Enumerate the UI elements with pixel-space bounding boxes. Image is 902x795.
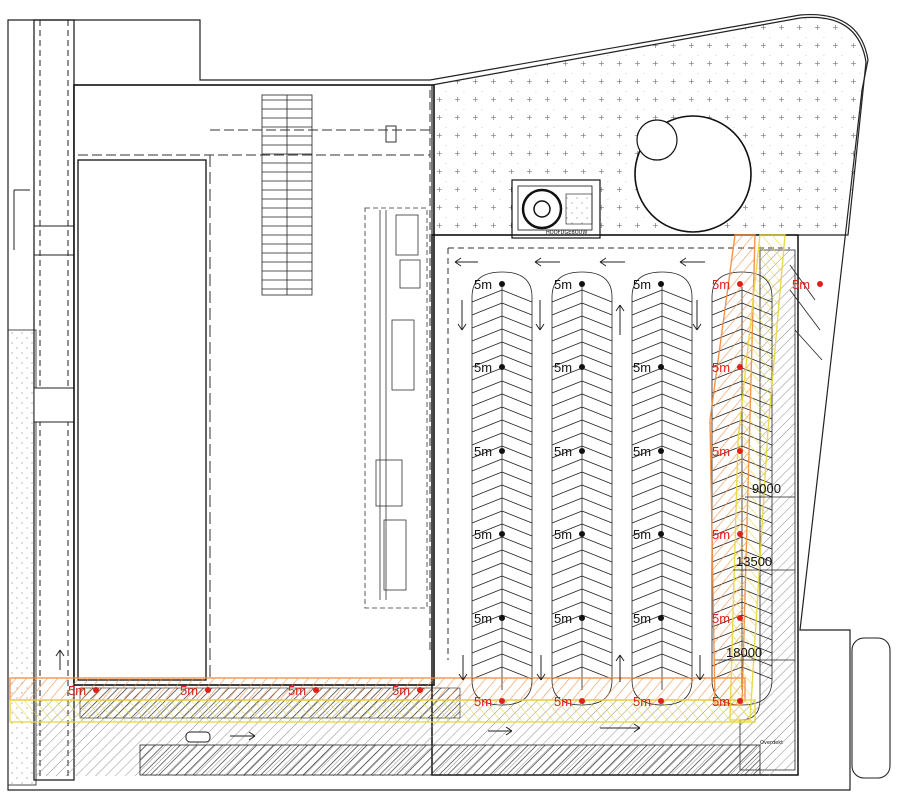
marker-dot [658,531,664,537]
marker-label: 5m [554,444,572,459]
marker-label: 5m [474,360,492,375]
dim-13500: 13500 [736,554,772,569]
marker-label: 5m [633,611,651,626]
marker-label: 5m [712,360,730,375]
site-boundary [7,13,869,791]
marker-dot [499,364,505,370]
marker-label: 5m [633,527,651,542]
marker-dot [499,698,505,704]
marker-label: 5m [633,444,651,459]
arrow-icon [679,257,705,267]
parking-row [631,271,693,706]
marker-dot [499,615,505,621]
arrow-icon [692,300,702,331]
marker-dot [579,531,585,537]
arrow-icon [488,726,513,736]
marker-label: 5m [474,277,492,292]
marker-dot [499,531,505,537]
marker-dot [499,281,505,287]
marker-dot [93,687,99,693]
arrow-icon [599,257,625,267]
marker-dot [737,531,743,537]
marker-label: 5m [474,527,492,542]
rack-grid [261,94,313,296]
marker-label: 5m [554,611,572,626]
arrow-icon [600,723,641,733]
corner-note: Overdekt [760,740,783,746]
marker-dot [417,687,423,693]
marker-dot [579,364,585,370]
marker-label: 5m [474,444,492,459]
zone-yellow-horizontal [9,699,756,723]
marker-dot [579,698,585,704]
marker-dot [313,687,319,693]
marker-dot [579,615,585,621]
car-icon [185,731,211,743]
parking-bottom-strip [139,744,761,776]
marker-dot [737,364,743,370]
marker-label: 5m [712,527,730,542]
marker-label: 5m [633,277,651,292]
marker-label: 5m [633,360,651,375]
marker-label: 5m [712,444,730,459]
arrow-icon [695,655,705,681]
marker-label: 5m [68,683,86,698]
marker-dot [817,281,823,287]
marker-label: 5m [712,611,730,626]
marker-dot [579,281,585,287]
arrow-icon [55,649,65,670]
gate-post [851,637,891,779]
marker-label: 5m [392,683,410,698]
arrow-icon [458,655,468,681]
arrow-icon [534,257,560,267]
arrow-icon [615,304,625,335]
arrow-icon [535,300,545,331]
marker-dot [737,281,743,287]
kiosk-label: HOOFDGEBOUW [546,230,587,236]
measurement-markers: 5m 5m 5m 5m 5m 5m 5m 5m 5m 5m 5m 5m 5m 5m 5m 5m 5m 5m 5m 5m… [68,277,823,709]
marker-dot [658,698,664,704]
dimension-lines [715,496,795,661]
marker-label: 5m [712,694,730,709]
marker-dot [658,448,664,454]
marker-label: 5m [288,683,306,698]
marker-dot [737,615,743,621]
marker-label: 5m [554,694,572,709]
marker-label: 5m [180,683,198,698]
marker-label: 5m [474,694,492,709]
marker-dot [658,615,664,621]
marker-label: 5m [712,277,730,292]
safety-zones [9,234,786,723]
arrow-icon [454,257,478,267]
dim-9000: 9000 [752,481,781,496]
parking-row [471,271,533,706]
marker-dot [658,364,664,370]
marker-dot [205,687,211,693]
marker-label: 5m [554,360,572,375]
traffic-arrows [55,257,705,741]
arrow-icon [615,654,625,682]
marker-dot [499,448,505,454]
equipment-column [364,207,428,609]
marker-label: 5m [474,611,492,626]
kiosk-building: HOOFDGEBOUW [511,179,601,239]
marker-label: 5m [792,277,810,292]
marker-label: 5m [554,277,572,292]
marker-dot [658,281,664,287]
marker-dot [737,448,743,454]
marker-dot [579,448,585,454]
parking-row [551,271,613,706]
marker-label: 5m [554,527,572,542]
arrow-icon [457,300,467,331]
marker-label: 5m [633,694,651,709]
marker-dot [737,698,743,704]
hall-inner [77,159,207,681]
dim-18000: 18000 [726,645,762,660]
arrow-icon [230,731,256,741]
arrow-icon [536,655,546,681]
